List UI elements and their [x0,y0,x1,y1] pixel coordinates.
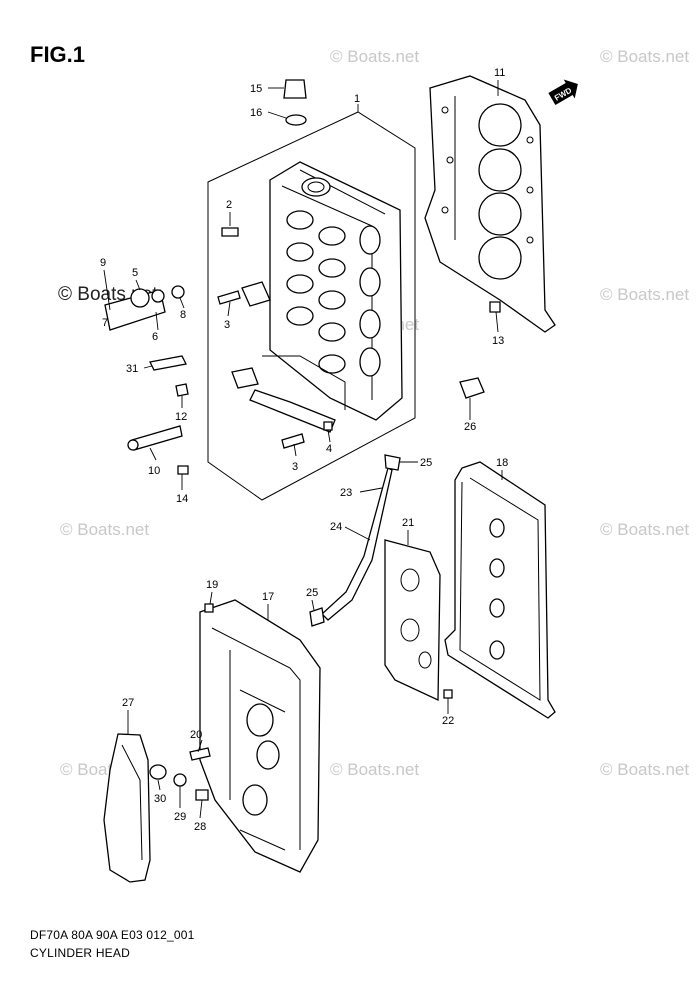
callout-3: 3 [292,461,298,473]
callout-14: 14 [176,493,188,505]
callout-1: 1 [354,93,360,105]
callout-18: 18 [496,457,508,469]
callout-28: 28 [194,821,206,833]
callout-4: 4 [326,443,332,455]
watermark-text: © Boats.net [600,285,689,304]
leader-lines [103,80,503,819]
callout-15: 15 [250,83,262,95]
callout-21: 21 [402,517,414,529]
watermark-text: © Boats.net [330,760,419,779]
watermark-text: © Boats.net [600,47,689,66]
watermark-text: © Boats.net [600,520,689,539]
callout-2: 2 [226,199,232,211]
callout-5: 5 [132,267,138,279]
callout-22: 22 [442,715,454,727]
watermark-text: © Boats.net [60,520,149,539]
cylinder-head [231,161,403,421]
callout-24: 24 [330,521,342,533]
callout-20: 20 [190,729,202,741]
figure-title: FIG.1 [30,42,86,67]
cover-plate-gasket [384,539,441,702]
callout-12: 12 [175,411,187,423]
callout-10: 10 [148,465,160,477]
timing-belt-cover [103,733,151,883]
callout-30: 30 [154,793,166,805]
callout-9: 9 [100,257,106,269]
cam-cap-rail [249,389,336,433]
callout-labels: 1 2 3 3 4 5 6 7 8 9 10 11 12 13 14 15 16… [100,67,508,833]
callout-6: 6 [152,331,158,343]
callout-13: 13 [492,335,504,347]
callout-11: 11 [494,67,505,79]
callout-7: 7 [102,317,108,329]
fwd-arrow-badge: FWD [548,79,578,106]
breather-hose [309,454,401,627]
callout-25: 25 [420,457,432,469]
callout-23: 23 [340,487,352,499]
figure-name: CYLINDER HEAD [30,946,130,960]
callout-19: 19 [206,579,218,591]
callout-29: 29 [174,811,186,823]
callout-26: 26 [464,421,476,433]
valve-cover-gasket [444,461,556,719]
small-parts [104,79,501,801]
callout-31: 31 [126,363,138,375]
callout-25: 25 [306,587,318,599]
callout-16: 16 [250,107,262,119]
cylinder-head-cover [199,599,321,873]
watermark-text: © Boats.net [600,760,689,779]
callout-17: 17 [262,591,274,603]
watermark-text: © Boats.net [330,47,419,66]
callout-8: 8 [180,309,186,321]
figure-code: DF70A 80A 90A E03 012_001 [30,928,195,942]
head-gasket [424,75,556,333]
callout-27: 27 [122,697,134,709]
callout-3: 3 [224,319,230,331]
